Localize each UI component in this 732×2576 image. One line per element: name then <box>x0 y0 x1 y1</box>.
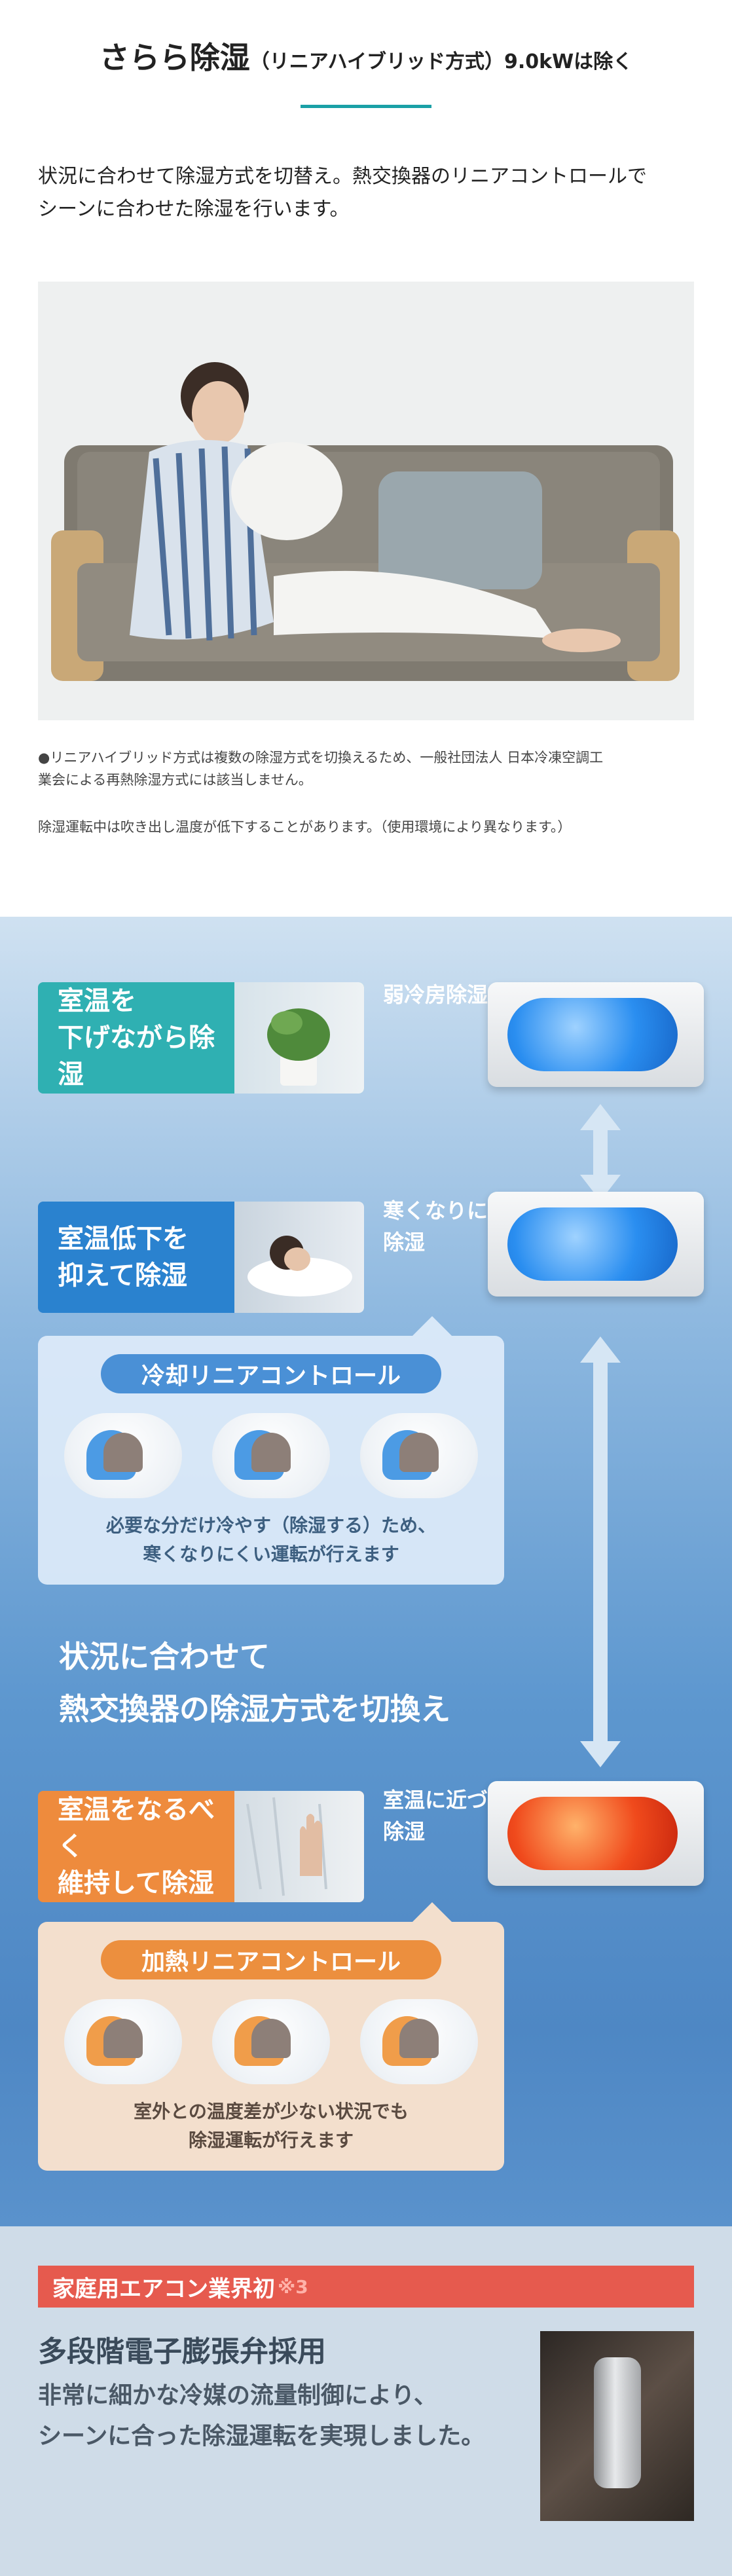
expansion-valve-photo <box>540 2331 694 2521</box>
footnote-temperature: 除湿運転中は吹き出し温度が低下することがあります。（使用環境により異なります。） <box>38 819 572 835</box>
tag-lower-text: 室温低下を抑えて除湿 <box>38 1202 234 1313</box>
feature-section: 家庭用エアコン業界初※3 多段階電子膨張弁採用 非常に細かな冷媒の流量制御により… <box>0 2226 732 2576</box>
industry-first-banner: 家庭用エアコン業界初※3 <box>38 2266 694 2308</box>
switch-arrow-top <box>580 1104 621 1201</box>
tag-cool-line-2: 下げながら除湿 <box>58 1023 215 1090</box>
feature-description: 非常に細かな冷媒の流量制御により、 シーンに合った除湿運転を実現しました。 <box>38 2376 496 2457</box>
cooling-box-pointer <box>412 1316 452 1336</box>
switch-message-line-1: 状況に合わせて <box>59 1639 270 1674</box>
sleeping-photo <box>234 1202 364 1313</box>
heat-exchanger-icon <box>103 1433 143 1472</box>
plant-icon <box>267 1008 330 1086</box>
tag-lower-line-2: 抑えて除湿 <box>58 1260 187 1291</box>
cooling-diagram-3 <box>360 1413 478 1498</box>
mode-weak-cooling: 弱冷房除湿 <box>383 982 488 1007</box>
heat-exchanger-icon <box>251 2019 291 2058</box>
tag-lower-dehumidify: 室温低下を抑えて除湿 <box>38 1202 364 1313</box>
heating-desc-line-1: 室外との温度差が少ない状況でも <box>134 2101 409 2122</box>
heating-diagram-row <box>64 1999 478 2084</box>
title-sub: （リニアハイブリッド方式）9.0kWは除く <box>249 50 633 73</box>
feature-desc-line-2: シーンに合った除湿運転を実現しました。 <box>38 2423 485 2450</box>
heating-diagram-2 <box>212 1999 330 2084</box>
footnote-hybrid: ●リニアハイブリッド方式は複数の除湿方式を切換えるため、一般社団法人 日本冷凍空… <box>38 746 699 791</box>
heating-control-title: 加熱リニアコントロール <box>101 1940 441 1979</box>
footnote-hybrid-line-2: 業会による再熱除湿方式には該当しません。 <box>38 772 312 788</box>
valve-cylinder-icon <box>594 2357 641 2488</box>
sleeping-person-icon <box>247 1236 352 1297</box>
switch-message: 状況に合わせて 熱交換器の除湿方式を切換え <box>59 1630 557 1735</box>
heating-control-desc: 室外との温度差が少ない状況でも 除湿運転が行えます <box>38 2097 504 2155</box>
cooling-desc-line-2: 寒くなりにくい運転が行えます <box>143 1543 399 1565</box>
tag-cool-line-1: 室温を <box>58 986 136 1016</box>
mode-hard-cold-line-2: 除湿 <box>383 1230 426 1255</box>
title-main: さらら除湿 <box>99 40 250 75</box>
cooling-diagram-2 <box>212 1413 330 1498</box>
heat-exchanger-cool-icon <box>507 998 678 1071</box>
tag-keep-line-2: 維持して除湿 <box>58 1868 214 1898</box>
heat-exchanger-icon <box>399 1433 439 1472</box>
ac-unit-hard-cold <box>488 1192 704 1297</box>
feature-desc-line-1: 非常に細かな冷媒の流量制御により、 <box>38 2382 437 2409</box>
cooling-diagram-1 <box>64 1413 182 1498</box>
heating-box-pointer <box>412 1902 452 1922</box>
heating-diagram-1 <box>64 1999 182 2084</box>
cooling-diagram-row <box>64 1413 478 1498</box>
mode-near-temp-line-2: 除湿 <box>383 1819 426 1844</box>
tag-cool-dehumidify: 室温を下げながら除湿 <box>38 982 364 1094</box>
tag-keep-text: 室温をなるべく維持して除湿 <box>38 1791 234 1902</box>
heat-exchanger-heat-icon <box>507 1797 678 1870</box>
plant-photo <box>234 982 364 1094</box>
ac-unit-near-temp <box>488 1781 704 1886</box>
tag-cool-text: 室温を下げながら除湿 <box>38 982 234 1094</box>
banner-footnote-mark: ※3 <box>278 2275 308 2298</box>
cooling-control-desc: 必要な分だけ冷やす（除湿する）ため、 寒くなりにくい運転が行えます <box>38 1511 504 1569</box>
hand-on-window-icon <box>246 1797 327 1896</box>
intro-section: さらら除湿（リニアハイブリッド方式）9.0kWは除く 状況に合わせて除湿方式を切… <box>0 0 732 917</box>
woman-on-sofa-illustration <box>38 282 694 720</box>
heat-exchanger-partial-cool-icon <box>507 1207 678 1281</box>
tag-keep-line-1: 室温をなるべく <box>58 1795 215 1862</box>
tag-lower-line-1: 室温低下を <box>58 1224 189 1254</box>
heating-desc-line-2: 除湿運転が行えます <box>188 2129 354 2151</box>
cooling-linear-control-box: 冷却リニアコントロール 必要な分だけ冷やす（除湿する）ため、 寒くなりにくい運転… <box>38 1316 504 1585</box>
rain-window-photo <box>234 1791 364 1902</box>
heating-diagram-3 <box>360 1999 478 2084</box>
lifestyle-photo <box>38 282 694 720</box>
intro-line-2: シーンに合わせた除湿を行います。 <box>38 198 350 221</box>
heating-linear-control-box: 加熱リニアコントロール 室外との温度差が少ない状況でも 除湿運転が行えます <box>38 1902 504 2171</box>
ac-unit-weak-cooling <box>488 982 704 1087</box>
cooling-control-title: 冷却リニアコントロール <box>101 1354 441 1393</box>
tag-keep-dehumidify: 室温をなるべく維持して除湿 <box>38 1791 364 1902</box>
switch-message-line-2: 熱交換器の除湿方式を切換え <box>59 1691 450 1727</box>
heat-exchanger-icon <box>399 2019 439 2058</box>
page-title: さらら除湿（リニアハイブリッド方式）9.0kWは除く <box>0 34 732 77</box>
title-underline <box>301 105 431 108</box>
banner-text: 家庭用エアコン業界初 <box>52 2275 275 2302</box>
cooling-desc-line-1: 必要な分だけ冷やす（除湿する）ため、 <box>105 1515 436 1536</box>
footnote-hybrid-line-1: ●リニアハイブリッド方式は複数の除湿方式を切換えるため、一般社団法人 日本冷凍空… <box>38 750 604 765</box>
feature-title: 多段階電子膨張弁採用 <box>38 2335 326 2368</box>
heat-exchanger-icon <box>251 1433 291 1472</box>
intro-text: 状況に合わせて除湿方式を切替え。熱交換器のリニアコントロールで シーンに合わせた… <box>38 160 693 226</box>
heat-exchanger-icon <box>103 2019 143 2058</box>
switch-arrow-long <box>580 1336 621 1767</box>
intro-line-1: 状況に合わせて除湿方式を切替え。熱交換器のリニアコントロールで <box>38 165 647 188</box>
